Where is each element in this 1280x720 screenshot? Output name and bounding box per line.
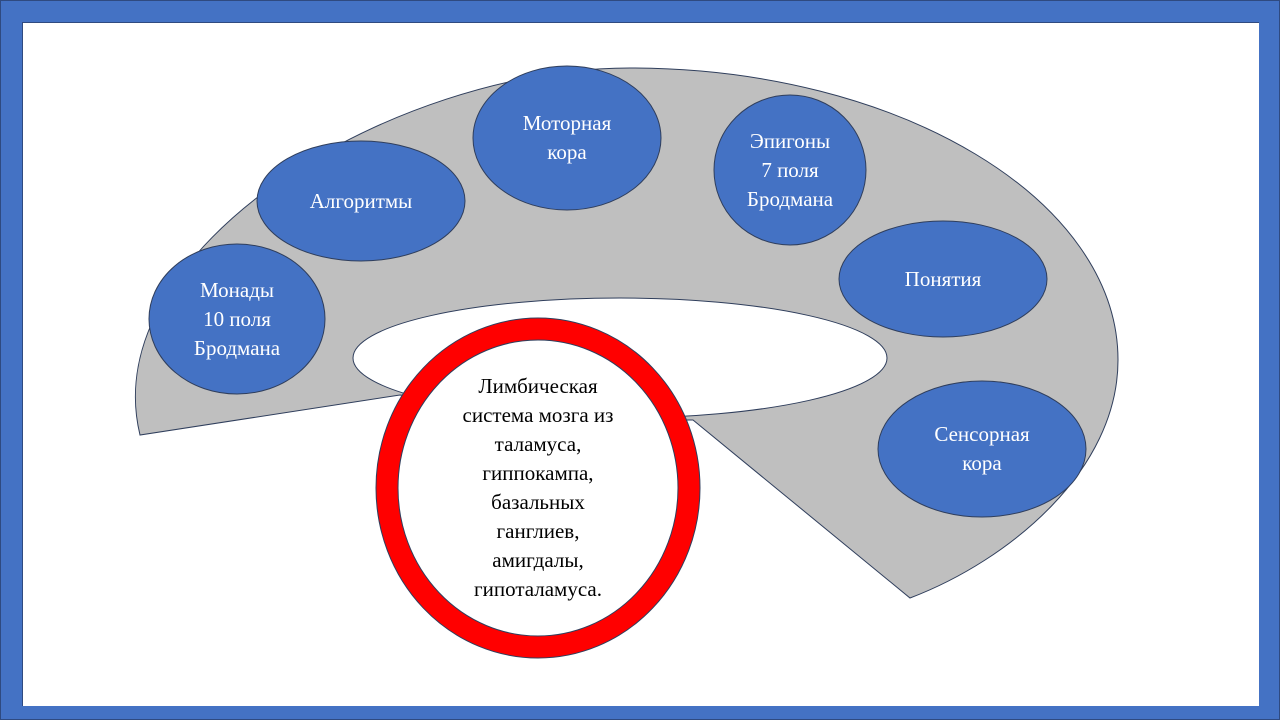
node-monads-label: Монады 10 поля Бродмана [193,277,281,360]
limbic-ring-inner-outline [397,339,679,637]
limbic-system: Лимбическая система мозга из таламуса, г… [398,370,678,605]
node-monads-shape[interactable] [148,243,326,395]
node-algorithms-label: Алгоритмы [309,188,413,213]
node-epigons-label: Эпигоны 7 поля Бродмана [746,128,834,211]
node-motor: Моторная кора [473,66,661,210]
limbic-system-label: Лимбическая система мозга из таламуса, г… [462,373,614,601]
node-concepts-label: Понятия [904,266,982,291]
node-concepts: Понятия [839,221,1047,337]
node-motor-shape[interactable] [472,65,662,211]
node-algorithms: Алгоритмы [257,141,465,261]
node-sensory-shape[interactable] [877,380,1087,518]
node-monads: Монады 10 поля Бродмана [149,244,325,394]
node-epigons: Эпигоны 7 поля Бродмана [714,95,866,245]
node-epigons-shape[interactable] [713,94,867,246]
node-sensory: Сенсорная кора [878,381,1086,517]
node-motor-label: Моторная кора [522,111,612,164]
node-concepts-shape[interactable] [838,220,1048,338]
node-sensory-label: Сенсорная кора [934,422,1030,475]
limbic-ring-outline [375,317,701,659]
node-algorithms-shape[interactable] [256,140,466,262]
limbic-ring[interactable] [376,318,700,658]
